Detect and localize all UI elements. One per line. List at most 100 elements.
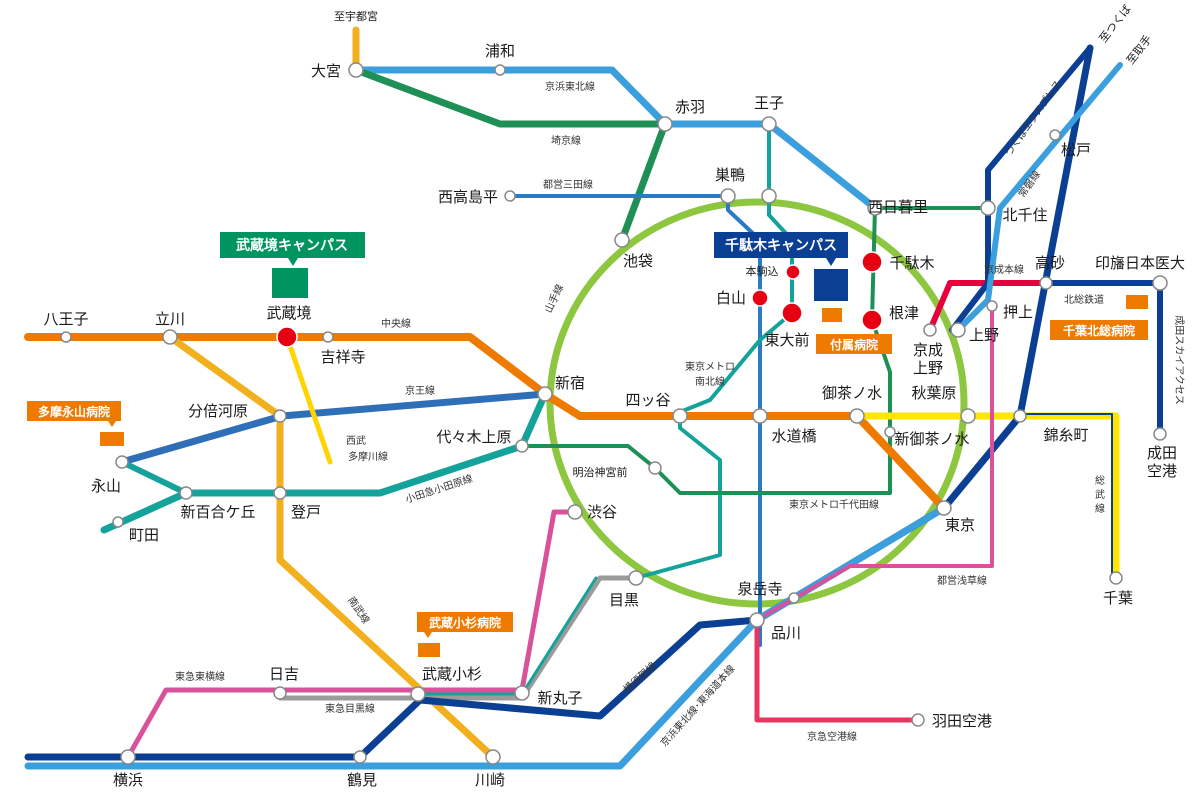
label-seibutamagawa-2: 多摩川線 — [348, 450, 388, 463]
label-keiseiueno-1: 京成 — [913, 341, 943, 359]
station-dot-sendagi[interactable] — [861, 251, 883, 273]
station-dot-yoyogiuehara[interactable] — [515, 439, 529, 453]
station-dot-kichijoji[interactable] — [322, 331, 334, 343]
station-dot-bubaigawara[interactable] — [273, 409, 287, 423]
kosugi-hospital-label: 武蔵小杉病院 — [429, 615, 501, 630]
campus-station-dots — [276, 251, 883, 348]
label-sengakuji: 泉岳寺 — [737, 580, 782, 598]
toei-asakusa-line — [755, 301, 994, 622]
station-dot-shinagawa[interactable] — [749, 612, 765, 628]
chibahokuso-hospital-building — [1126, 295, 1148, 309]
label-naritakuko-2: 空港 — [1147, 462, 1177, 480]
station-dot-yokohama[interactable] — [120, 749, 136, 765]
station-dot-todaimae[interactable] — [781, 302, 803, 324]
station-dot-yotsuya[interactable] — [672, 408, 688, 424]
station-dot-hachioji[interactable] — [60, 331, 72, 343]
label-shinagawa: 品川 — [771, 624, 801, 642]
station-dot-nezu[interactable] — [861, 309, 883, 331]
station-dot-ochanomizu[interactable] — [849, 408, 865, 424]
station-dot-nishinippori[interactable] — [867, 200, 883, 216]
label-keihintokaido: 京浜東北線･東海道本線 — [657, 662, 737, 749]
label-hachioji: 八王子 — [43, 310, 88, 328]
station-dot-chiba[interactable] — [1109, 571, 1123, 585]
station-dot-sugamo[interactable] — [720, 188, 736, 204]
station-dot-meguro[interactable] — [628, 570, 644, 586]
label-akabane: 赤羽 — [675, 98, 705, 116]
station-dot-kinshicho[interactable] — [1013, 409, 1027, 423]
label-shinochanomizu: 新御茶ノ水 — [894, 430, 969, 448]
station-dot-kitasenju[interactable] — [980, 200, 996, 216]
station-dot-hiyoshi[interactable] — [273, 686, 287, 700]
label-sobu-1: 総 — [1095, 474, 1105, 487]
label-kitasenju: 北千住 — [1002, 206, 1047, 224]
label-shiutsunomiya: 至宇都宮 — [334, 9, 378, 23]
station-dot-shinyurigaoka[interactable] — [179, 486, 193, 500]
label-yoyogiuehara: 代々木上原 — [436, 428, 511, 446]
label-shinjuku: 新宿 — [555, 374, 585, 392]
station-dot-nishitakashimadaira[interactable] — [504, 190, 516, 202]
label-yotsuya: 四ッ谷 — [625, 391, 670, 409]
station-dot-musashisakai[interactable] — [276, 326, 298, 348]
station-dot-kawasaki[interactable] — [485, 749, 501, 765]
label-meijijingumae: 明治神宮前 — [573, 465, 628, 479]
label-toyoko: 東急東横線 — [175, 670, 225, 683]
station-dot-sengakuji[interactable] — [788, 592, 800, 604]
station-dot-matsudo[interactable] — [1049, 129, 1061, 141]
station-dot-keiseiueno[interactable] — [923, 323, 937, 337]
station-dot-hanedakuko[interactable] — [911, 713, 925, 727]
station-dot-takasago[interactable] — [1039, 276, 1053, 290]
station-dot-shinjuku[interactable] — [537, 386, 553, 402]
station-dot-ikebukuro[interactable] — [614, 232, 630, 248]
tokyu-toyoko-line — [125, 509, 578, 760]
keikyu-airport-line — [754, 617, 921, 723]
fuzoku-hospital-building — [822, 308, 842, 322]
label-ikebukuro: 池袋 — [623, 252, 653, 270]
station-dot-tokyo[interactable] — [936, 500, 952, 516]
station-dot-shinochanomizu[interactable] — [884, 426, 896, 438]
keihin-tohoku-line-lower — [24, 504, 948, 770]
station-dot-suidobashi[interactable] — [752, 408, 768, 424]
fuzoku-hospital-label: 付属病院 — [830, 337, 878, 352]
station-dot-meijijingumae[interactable] — [648, 461, 662, 475]
label-tachikawa: 立川 — [155, 310, 185, 328]
musashisakai-campus-label-bg — [220, 232, 365, 258]
station-dot-shibuya[interactable] — [567, 504, 583, 520]
station-dot-sugamo-b[interactable] — [761, 188, 777, 204]
yokosuka-line — [24, 44, 1094, 761]
label-sobu-3: 線 — [1095, 502, 1105, 515]
station-dot-nagayama[interactable] — [115, 455, 129, 469]
station-dot-musashikosugi[interactable] — [410, 686, 426, 702]
chibahokuso-hospital-label: 千葉北総病院 — [1063, 323, 1135, 338]
station-dot-shinmaruko[interactable] — [514, 685, 530, 701]
station-dot-tsurumi[interactable] — [353, 750, 367, 764]
label-keisei: 京成本線 — [984, 263, 1024, 276]
label-shitsukuba: 至つくば — [1097, 3, 1134, 46]
station-dot-urawa[interactable] — [494, 64, 506, 76]
station-dot-honkomagome[interactable] — [785, 264, 801, 280]
station-dot-inbanihonidai[interactable] — [1152, 275, 1168, 291]
station-dot-naritakuko[interactable] — [1153, 427, 1167, 441]
station-dot-oji[interactable] — [761, 116, 777, 132]
station-dot-omiya[interactable] — [348, 62, 364, 78]
label-sendagi: 千駄木 — [889, 254, 934, 272]
station-dot-noborito[interactable] — [273, 486, 287, 500]
station-dot-akabane[interactable] — [657, 116, 673, 132]
label-todaimae: 東大前 — [764, 331, 809, 349]
label-hanedakuko: 羽田空港 — [932, 712, 992, 730]
label-seibutamagawa-1: 西武 — [346, 434, 366, 447]
label-chiba: 千葉 — [1103, 589, 1133, 607]
label-keihinkyuko: 京急空港線 — [807, 730, 857, 743]
label-toeiasakusa: 都営浅草線 — [937, 574, 987, 587]
station-dot-hakusan[interactable] — [751, 289, 769, 307]
label-musashisakai: 武蔵境 — [266, 304, 311, 322]
station-dot-machida[interactable] — [112, 516, 124, 528]
chibahokuso-hospital-label-bg — [1050, 320, 1148, 340]
label-tsurumi: 鶴見 — [347, 771, 377, 789]
label-hiyoshi: 日吉 — [269, 665, 299, 683]
station-dot-oshiage[interactable] — [986, 300, 998, 312]
station-dot-ueno[interactable] — [950, 322, 966, 338]
station-labels: 至宇都宮 大宮 浦和 赤羽 王子 西高島平 巣鴨 西日暮里 北千住 松戸 池袋 … — [43, 3, 1185, 789]
station-dot-akihabara[interactable] — [960, 408, 976, 424]
station-dot-tachikawa[interactable] — [162, 329, 178, 345]
